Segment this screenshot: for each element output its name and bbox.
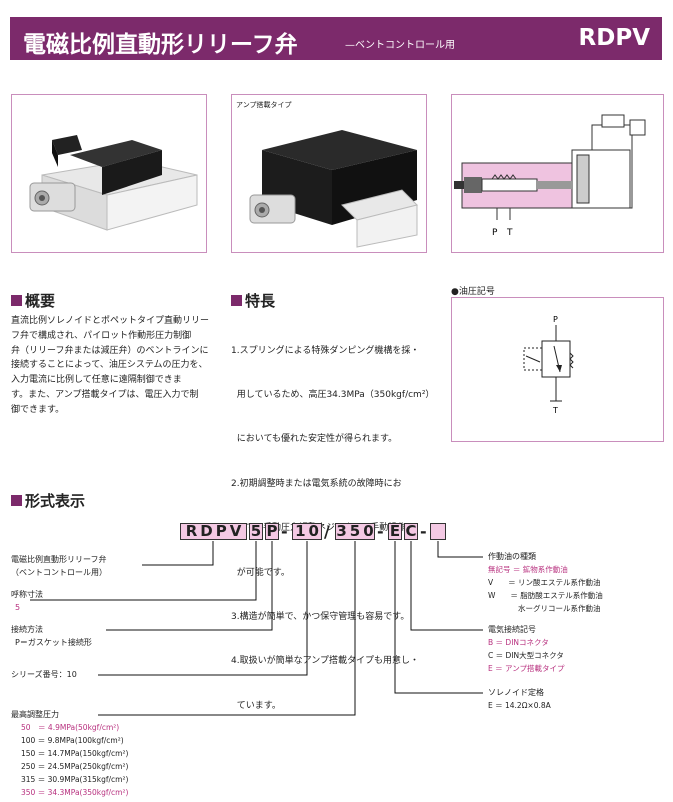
elec-row: C ＝ DIN大型コネクタ: [488, 651, 564, 660]
overview-text: 直流比例ソレノイドとポペットタイプ直動リリー フ弁で構成され、パイロット作動形圧…: [11, 316, 210, 415]
page-title: 電磁比例直動形リリーフ弁: [23, 32, 298, 58]
symbol-port-p: P: [553, 315, 558, 324]
bullet-square-icon: [11, 495, 22, 506]
fluid-row: W ＝ 脂肪酸エステル系作動油: [488, 591, 603, 600]
code-box-electrical: C: [404, 522, 418, 540]
code-box-connection: P: [265, 522, 279, 540]
code-box-rdpv: R D P V: [180, 523, 247, 540]
code-box-solenoid: E: [388, 522, 402, 540]
cross-section-illustration: P T: [454, 114, 646, 238]
fluid-row: V ＝ リン酸エステル系作動油: [488, 578, 601, 587]
fluid-row: 無記号 ＝ 鉱物系作動油: [488, 565, 568, 574]
label-solenoid: ソレノイド定格 E ＝ 14.2Ω×0.8A: [488, 688, 551, 710]
symbol-heading: ●油圧記号: [451, 287, 495, 297]
fluid-row: 水ーグリコール系作動油: [488, 604, 601, 613]
diagram-port-p: P: [492, 228, 498, 238]
title-bar: 電磁比例直動形リリーフ弁 —ベントコントロール用 RDPV: [10, 17, 662, 60]
pressure-row: 250 ＝ 24.5MPa(250kgf/cm²): [21, 762, 129, 771]
code-dash-2: -: [377, 522, 384, 541]
pressure-row: 150 ＝ 14.7MPa(150kgf/cm²): [21, 749, 129, 758]
bullet-square-icon: [11, 295, 22, 306]
elec-row: B ＝ DINコネクタ: [488, 638, 549, 647]
model-name: RDPV: [578, 25, 650, 51]
page-subtitle: —ベントコントロール用: [345, 40, 455, 51]
bullet-square-icon: [231, 295, 242, 306]
label-series: シリーズ番号：10: [11, 670, 77, 679]
label-nominal-size: 呼称寸法 5: [11, 590, 43, 612]
product-photo-amp-type: アンプ搭載タイプ: [231, 94, 427, 253]
code-box-size: 5: [249, 522, 263, 540]
diagram-port-t: T: [506, 228, 513, 238]
pressure-row: 100 ＝ 9.8MPa(100kgf/cm²): [21, 736, 124, 745]
code-slash: /: [324, 522, 330, 541]
label-electrical: 電気接続記号 B ＝ DINコネクタ C ＝ DIN大型コネクタ E ＝ アンプ…: [488, 625, 565, 673]
code-dash-3: -: [420, 522, 427, 541]
symbol-port-t: T: [552, 406, 558, 415]
hydraulic-symbol-icon: P T: [523, 315, 574, 415]
pressure-row: 50 ＝ 4.9MPa(50kgf/cm²): [21, 723, 120, 732]
label-product-name: 電磁比例直動形リリーフ弁 （ベントコントロール用）: [11, 555, 107, 577]
model-code-heading: 形式表示: [11, 490, 85, 511]
pressure-row: 315 ＝ 30.9MPa(315kgf/cm²): [21, 775, 129, 784]
valve-photo-illustration: [29, 135, 198, 231]
label-fluid: 作動油の種類 無記号 ＝ 鉱物系作動油 V ＝ リン酸エステル系作動油 W ＝ …: [488, 552, 603, 613]
label-connection: 接続方法 P＝ガスケット接続形: [11, 625, 92, 647]
code-box-fluid: [430, 523, 446, 540]
code-dash-1: -: [281, 522, 288, 541]
features-heading: 特長: [231, 290, 275, 311]
code-box-series: 1 0: [292, 523, 322, 540]
cross-section-diagram: P T: [451, 94, 664, 253]
hydraulic-symbol-box: P T: [451, 297, 664, 442]
valve-amp-photo-illustration: [249, 130, 418, 248]
label-pressure: 最高調整圧力 50 ＝ 4.9MPa(50kgf/cm²) 100 ＝ 9.8M…: [11, 710, 129, 797]
product-photo-standard: [11, 94, 207, 253]
elec-row: E ＝ アンプ搭載タイプ: [488, 664, 565, 673]
photo-caption: アンプ搭載タイプ: [236, 101, 292, 109]
overview-heading: 概要: [11, 290, 55, 311]
code-box-pressure: 3 5 0: [335, 522, 375, 540]
pressure-row: 350 ＝ 34.3MPa(350kgf/cm²): [21, 788, 129, 797]
